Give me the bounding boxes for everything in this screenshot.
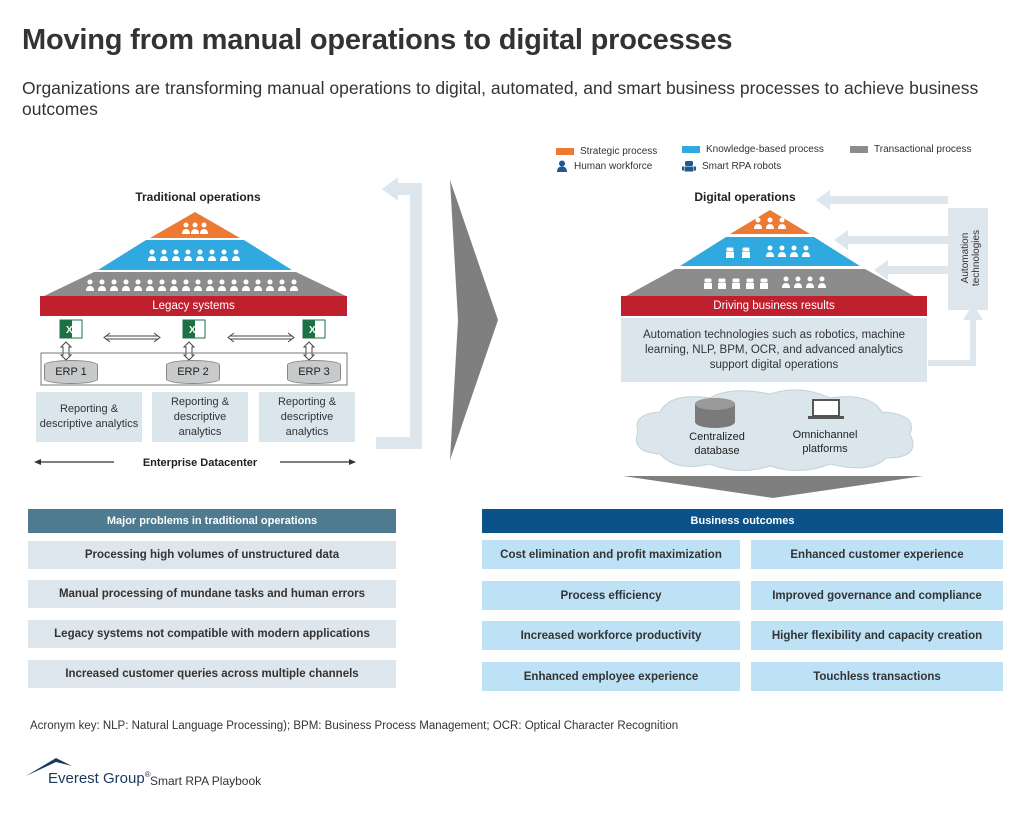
report-box-1: Reporting & descriptive analytics (36, 392, 142, 442)
svg-text:X: X (189, 325, 196, 336)
outcome-right-3: Higher flexibility and capacity creation (751, 621, 1003, 650)
problems-heading: Major problems in traditional operations (28, 509, 396, 533)
legend-strategic-label: Strategic process (580, 146, 658, 157)
legend-transactional-label: Transactional process (874, 144, 972, 155)
strategic-swatch (556, 148, 574, 155)
transition-chevron (450, 180, 498, 460)
knowledge-swatch (682, 146, 700, 153)
legend-human: Human workforce (556, 160, 652, 172)
legend-knowledge-label: Knowledge-based process (706, 144, 824, 155)
digital-title: Digital operations (694, 190, 796, 204)
page-title: Moving from manual operations to digital… (22, 24, 733, 56)
robot-icon (682, 161, 696, 172)
problem-4: Increased customer queries across multip… (28, 660, 396, 688)
down-chevron (623, 476, 923, 498)
automation-technologies-box (948, 208, 988, 310)
digital-pyramid (626, 210, 914, 296)
omnichannel-label: Omnichannel platforms (792, 429, 858, 455)
database-icon (695, 398, 735, 428)
report-box-2: Reporting & descriptive analytics (152, 392, 248, 442)
outcome-left-4: Enhanced employee experience (482, 662, 740, 691)
problem-2: Manual processing of mundane tasks and h… (28, 580, 396, 608)
legend-transactional: Transactional process (850, 144, 971, 155)
problem-3: Legacy systems not compatible with moder… (28, 620, 396, 648)
erp-3: ERP 3 (287, 360, 341, 384)
brand-mark: ® (144, 770, 151, 779)
playbook-label: Smart RPA Playbook (150, 774, 262, 788)
datacenter-arrows (34, 459, 356, 465)
laptop-icon (808, 399, 844, 419)
legend-robots-label: Smart RPA robots (702, 160, 782, 172)
traditional-title: Traditional operations (135, 190, 261, 204)
report-box-3: Reporting & descriptive analytics (259, 392, 355, 442)
automation-arrows (816, 190, 983, 366)
feedback-arrow (376, 177, 422, 449)
driving-results-bar: Driving business results (621, 296, 927, 316)
outcome-left-2: Process efficiency (482, 581, 740, 610)
problem-1: Processing high volumes of unstructured … (28, 541, 396, 569)
outcome-right-4: Touchless transactions (751, 662, 1003, 691)
transactional-swatch (850, 146, 868, 153)
cloud (635, 389, 914, 471)
outcomes-heading: Business outcomes (482, 509, 1003, 533)
legend-human-label: Human workforce (574, 160, 653, 172)
svg-text:X: X (309, 325, 316, 336)
erp-2: ERP 2 (166, 360, 220, 384)
everest-logo-icon (26, 758, 72, 776)
excel-icon-2: X (182, 319, 206, 339)
legacy-systems-bar: Legacy systems (40, 296, 347, 316)
outcome-right-1: Enhanced customer experience (751, 540, 1003, 569)
brand-name: Everest Group (48, 770, 145, 787)
acronym-key: Acronym key: NLP: Natural Language Proce… (30, 720, 679, 732)
outcome-left-1: Cost elimination and profit maximization (482, 540, 740, 569)
legend-knowledge: Knowledge-based process (682, 144, 824, 155)
brand-logo: Everest Group® (48, 770, 151, 787)
datacenter-label: Enterprise Datacenter (142, 457, 258, 469)
excel-icon-3: X (302, 319, 326, 339)
people-strategic (182, 222, 208, 234)
page-subtitle: Organizations are transforming manual op… (22, 78, 979, 119)
person-icon (557, 160, 567, 172)
legend-robots: Smart RPA robots (682, 160, 781, 172)
erp-1: ERP 1 (44, 360, 98, 384)
automation-support-box: Automation technologies such as robotics… (621, 318, 927, 382)
excel-icon-1: X (59, 319, 83, 339)
centralized-database-label: Centralized database (689, 431, 745, 457)
svg-text:X: X (66, 325, 73, 336)
outcome-right-2: Improved governance and compliance (751, 581, 1003, 610)
legend-strategic: Strategic process (556, 146, 657, 157)
traditional-pyramid (44, 212, 346, 296)
outcome-left-3: Increased workforce productivity (482, 621, 740, 650)
